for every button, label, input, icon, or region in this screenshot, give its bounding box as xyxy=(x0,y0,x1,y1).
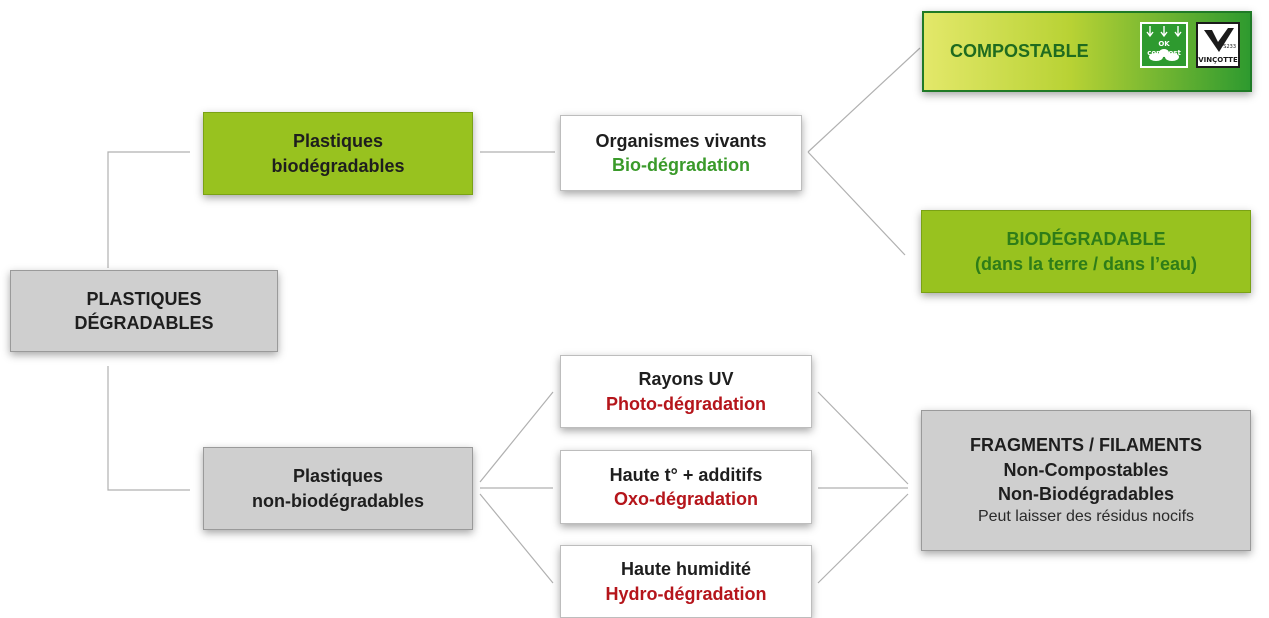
connector-hydro-fragments xyxy=(817,493,909,584)
root-line2: DÉGRADABLES xyxy=(74,313,214,333)
checkmark-icon xyxy=(1204,28,1234,52)
biodegradable-line2: (dans la terre / dans l’eau) xyxy=(974,253,1198,274)
organismes-process: Bio-dégradation xyxy=(612,155,750,175)
connector-root-bio xyxy=(107,151,190,268)
ok-compost-logo: OK compost xyxy=(1140,22,1188,68)
biodegradable-line1: BIODÉGRADABLE xyxy=(1006,229,1166,250)
box-plastiques-biodegradables: Plastiques biodégradables xyxy=(203,112,473,195)
hydro-agent: Haute humidité xyxy=(620,559,751,580)
root-line1: PLASTIQUES xyxy=(86,288,202,309)
box-fragments-filaments: FRAGMENTS / FILAMENTS Non-Compostables N… xyxy=(921,410,1251,551)
vincotte-code: S233 xyxy=(1223,44,1236,50)
box-plastiques-non-biodegradables: Plastiques non-biodégradables xyxy=(203,447,473,530)
connector-uv-fragments xyxy=(817,391,909,485)
fragments-line1: FRAGMENTS / FILAMENTS xyxy=(970,435,1202,456)
fragments-line2: Non-Compostables xyxy=(1003,459,1169,480)
organismes-agent: Organismes vivants xyxy=(595,130,767,151)
uv-process: Photo-dégradation xyxy=(606,393,766,414)
box-haute-humidite: Haute humidité Hydro-dégradation xyxy=(560,545,812,618)
hydro-process: Hydro-dégradation xyxy=(605,583,767,604)
box-haute-temperature: Haute t° + additifs Oxo-dégradation xyxy=(560,450,812,524)
connector-organismes-compostable xyxy=(807,47,921,153)
nonbio-line1: Plastiques xyxy=(292,466,384,487)
ok-compost-arrows-icon xyxy=(1146,26,1182,61)
box-compostable: COMPOSTABLE OK compost S233 VINÇOTTE xyxy=(922,11,1252,92)
connector-root-nonbio xyxy=(107,366,190,491)
connector-nonbio-uv xyxy=(479,391,554,483)
box-rayons-uv: Rayons UV Photo-dégradation xyxy=(560,355,812,428)
connector-organismes-biodegradable xyxy=(807,151,906,256)
box-organismes-vivants: Organismes vivants Bio-dégradation xyxy=(560,115,802,191)
ok-compost-text: OK compost xyxy=(1147,40,1181,58)
nonbio-line2: non-biodégradables xyxy=(251,490,424,511)
oxo-agent: Haute t° + additifs xyxy=(609,464,763,485)
connector-nonbio-hydro xyxy=(479,493,554,584)
oxo-process: Oxo-dégradation xyxy=(613,489,758,509)
bio-line2: biodégradables xyxy=(271,155,405,176)
bio-line1: Plastiques xyxy=(292,131,384,152)
compostable-label: COMPOSTABLE xyxy=(950,41,1089,62)
box-biodegradable: BIODÉGRADABLE (dans la terre / dans l’ea… xyxy=(921,210,1251,293)
fragments-note: Peut laisser des résidus nocifs xyxy=(977,508,1195,526)
vincotte-logo: S233 VINÇOTTE xyxy=(1196,22,1240,68)
uv-agent: Rayons UV xyxy=(638,369,734,390)
root-box-plastiques-degradables: PLASTIQUES DÉGRADABLES xyxy=(10,270,278,352)
fragments-line3: Non-Biodégradables xyxy=(997,483,1175,504)
vincotte-text: VINÇOTTE xyxy=(1198,55,1238,64)
